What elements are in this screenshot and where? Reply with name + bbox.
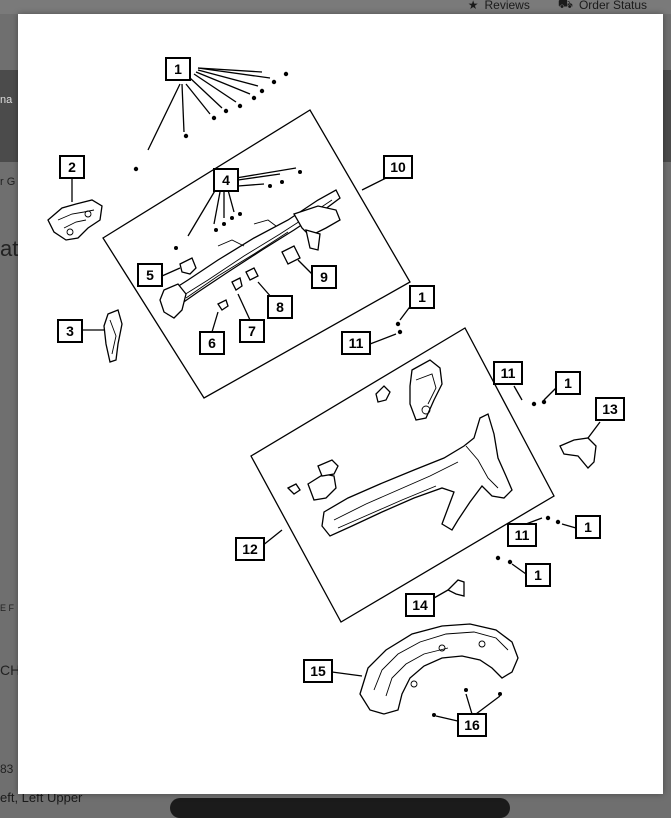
part-upper-panel [409, 359, 443, 421]
callout-12[interactable]: 12 [235, 537, 265, 561]
part-12-wheelhouse [286, 413, 513, 537]
callout-7[interactable]: 7 [239, 319, 265, 343]
svg-text:4: 4 [222, 172, 230, 188]
svg-text:11: 11 [349, 335, 364, 351]
part-8-clip [245, 267, 259, 281]
svg-text:10: 10 [390, 159, 406, 175]
svg-text:9: 9 [320, 269, 328, 285]
svg-text:1: 1 [564, 375, 572, 391]
svg-text:8: 8 [276, 299, 284, 315]
bg-fragment: 83 [0, 762, 14, 776]
part-5-bracket [179, 257, 197, 275]
callout-13[interactable]: 13 [595, 397, 625, 421]
callout-6[interactable]: 6 [199, 331, 225, 355]
callout-15[interactable]: 15 [303, 659, 333, 683]
svg-text:1: 1 [534, 567, 542, 583]
svg-text:5: 5 [146, 267, 154, 283]
svg-text:1: 1 [174, 61, 182, 77]
svg-text:3: 3 [66, 323, 74, 339]
bg-fragment: r G [0, 176, 16, 188]
bg-button [170, 798, 510, 818]
group-box-10 [102, 109, 411, 399]
fasteners [133, 71, 561, 717]
bg-fragment: na [0, 94, 13, 106]
parts-diagram: 1 2 3 4 5 6 7 8 9 10 1 11 11 1 13 12 11 [47, 57, 625, 737]
part-15-liner [359, 623, 519, 715]
diagram-modal: 1 2 3 4 5 6 7 8 9 10 1 11 11 1 13 12 11 [18, 14, 663, 794]
svg-text:6: 6 [208, 335, 216, 351]
svg-text:13: 13 [602, 401, 618, 417]
svg-text:7: 7 [248, 323, 256, 339]
part-2-bracket [47, 199, 103, 241]
order-status-link[interactable]: ⛟ Order Status [558, 0, 647, 13]
truck-icon: ⛟ [557, 0, 573, 11]
svg-text:16: 16 [464, 717, 480, 733]
top-nav: ★ Reviews ⛟ Order Status [468, 0, 647, 13]
leader-lines [71, 67, 601, 723]
callout-14[interactable]: 14 [405, 593, 435, 617]
group-box-12 [250, 327, 555, 623]
callout-11[interactable]: 11 [507, 523, 537, 547]
part-13-trim [559, 437, 597, 469]
svg-text:11: 11 [515, 527, 530, 543]
bg-fragment: E F [0, 603, 15, 613]
callout-2[interactable]: 2 [59, 155, 85, 179]
star-icon: ★ [467, 0, 479, 12]
callout-8[interactable]: 8 [267, 295, 293, 319]
svg-text:1: 1 [418, 289, 426, 305]
callout-1[interactable]: 1 [165, 57, 191, 81]
callout-1[interactable]: 1 [525, 563, 551, 587]
callout-3[interactable]: 3 [57, 319, 83, 343]
callout-5[interactable]: 5 [137, 263, 163, 287]
part-10-upper-rail [159, 189, 341, 319]
svg-text:15: 15 [310, 663, 326, 679]
part-3-pillar [103, 309, 123, 363]
callout-4[interactable]: 4 [213, 168, 239, 192]
callout-1[interactable]: 1 [575, 515, 601, 539]
svg-text:11: 11 [501, 365, 516, 381]
part-7-clip [231, 277, 243, 291]
callout-11[interactable]: 11 [493, 361, 523, 385]
svg-text:14: 14 [412, 597, 428, 613]
svg-text:12: 12 [242, 541, 258, 557]
callout-10[interactable]: 10 [383, 155, 413, 179]
callout-1[interactable]: 1 [555, 371, 581, 395]
callout-16[interactable]: 16 [457, 713, 487, 737]
callout-9[interactable]: 9 [311, 265, 337, 289]
callout-1[interactable]: 1 [409, 285, 435, 309]
svg-text:1: 1 [584, 519, 592, 535]
callout-11[interactable]: 11 [341, 331, 371, 355]
background-top-bar [0, 0, 671, 14]
bg-fragment: at [0, 236, 19, 261]
part-6-plate [217, 299, 229, 311]
part-14-trim [446, 579, 465, 597]
reviews-link[interactable]: ★ Reviews [467, 0, 530, 12]
svg-text:2: 2 [68, 159, 76, 175]
bg-fragment: CH [0, 662, 21, 678]
part-9-bracket [281, 245, 301, 265]
part-small-bracket [375, 385, 391, 403]
